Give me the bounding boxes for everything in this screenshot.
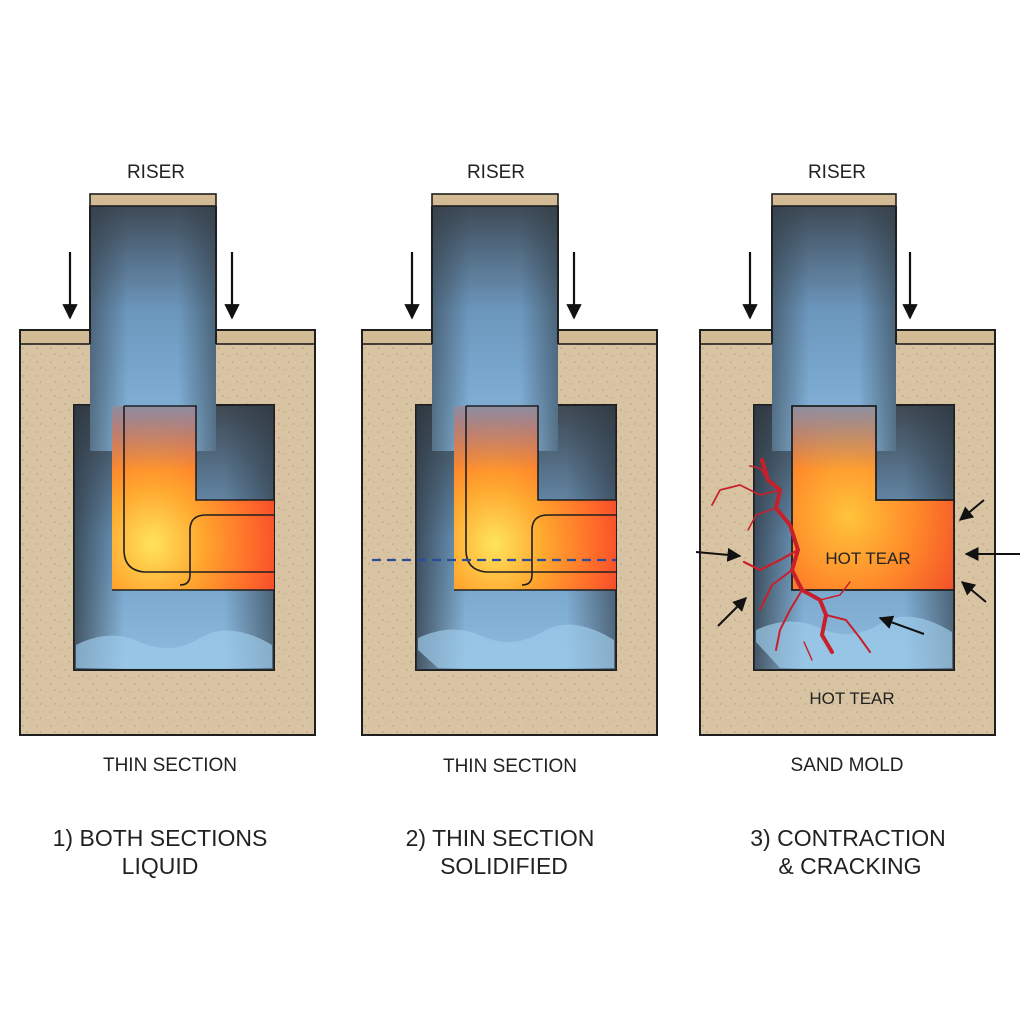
caption-line-1: 1) BOTH SECTIONS	[53, 825, 268, 851]
bottom-label: THIN SECTION	[103, 755, 237, 776]
caption-line-1: 2) THIN SECTION	[406, 825, 595, 851]
bottom-label: SAND MOLD	[791, 755, 904, 776]
caption-line-2: SOLIDIFIED	[440, 853, 568, 879]
panel-1: RISER THIN SECTION 1) BOTH SECTIONS LIQU…	[19, 162, 316, 879]
riser-label: RISER	[808, 162, 866, 183]
contraction-arrow	[960, 581, 987, 603]
hot-tear-label: HOT TEAR	[825, 549, 910, 568]
contraction-arrow	[717, 597, 747, 627]
bottom-label: THIN SECTION	[443, 756, 577, 777]
contraction-arrow	[695, 547, 742, 562]
contraction-arrow	[878, 615, 925, 635]
contraction-arrow	[958, 499, 985, 521]
riser-label: RISER	[127, 162, 185, 183]
panel-3: RISER HOT TEAR HOT TEAR SAND MOLD 3) CON…	[695, 162, 1020, 879]
panel-2: RISER THIN SECTION 2) THIN SECTION SOLID…	[361, 162, 658, 879]
hot-tear-crack	[711, 458, 871, 661]
caption-line-1: 3) CONTRACTION	[750, 825, 946, 851]
caption-line-2: LIQUID	[122, 853, 199, 879]
caption-line-2: & CRACKING	[778, 853, 921, 879]
hot-tear-label-lower: HOT TEAR	[809, 689, 894, 708]
riser-label: RISER	[467, 162, 525, 183]
